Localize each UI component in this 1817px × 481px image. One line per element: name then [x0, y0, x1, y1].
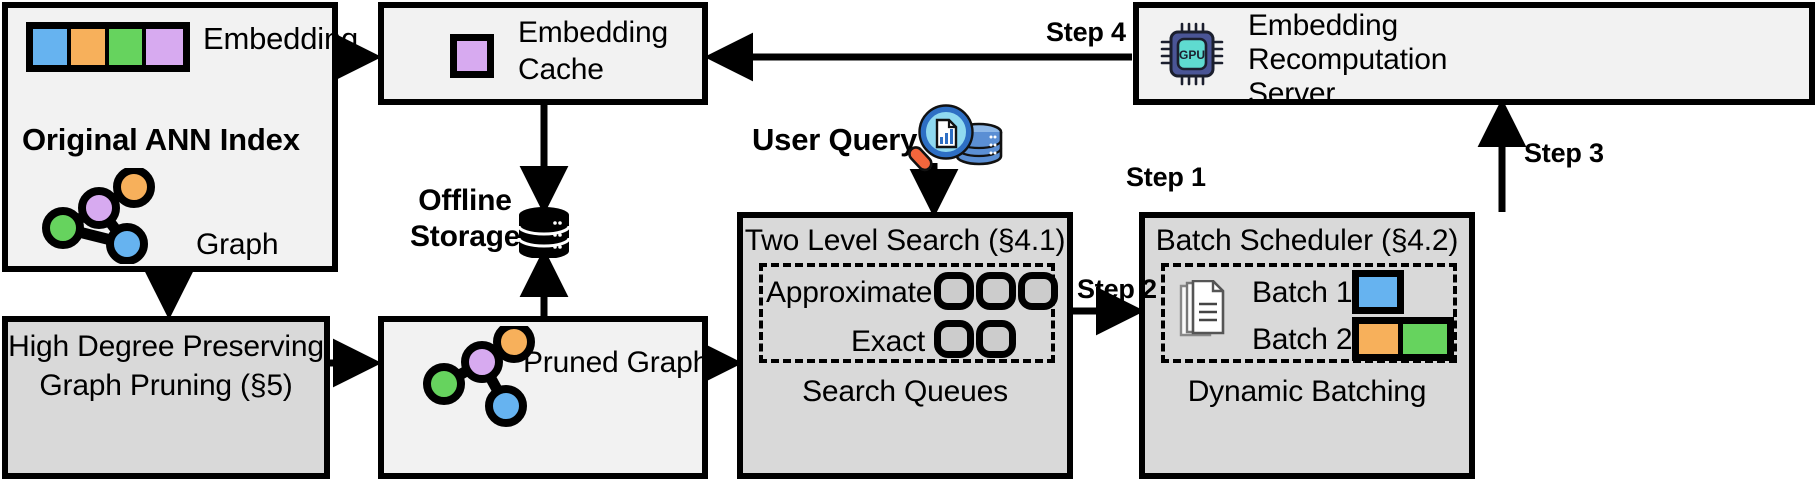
- recomputation-server-line3: Server: [1248, 77, 1336, 110]
- embedding-cache-line2: Cache: [518, 53, 604, 86]
- batch-2-label: Batch 2: [1252, 323, 1353, 356]
- recomputation-server-box: [1133, 2, 1815, 105]
- original-graph-icon: [42, 168, 155, 264]
- dynamic-batching-group: [1161, 263, 1457, 363]
- original-ann-index-title: Original ANN Index: [22, 122, 300, 157]
- step-2-label: Step 2: [1077, 274, 1157, 304]
- step-1-label: Step 1: [1126, 162, 1206, 192]
- database-cylinder-icon: [517, 207, 571, 258]
- recomputation-server-line1: Embedding: [1248, 9, 1398, 42]
- embedding-label: Embedding: [203, 21, 359, 56]
- exact-queue-slot[interactable]: [976, 320, 1016, 358]
- embedding-vector-icon: [26, 22, 190, 72]
- embedding-cache-box: [378, 2, 708, 105]
- graph-pruning-box: [2, 316, 330, 479]
- query-magnifier-database-icon: [908, 104, 1003, 172]
- exact-row-label: Exact: [851, 325, 926, 358]
- graph-label: Graph: [196, 228, 279, 261]
- pruned-graph-icon: [423, 326, 535, 427]
- offline-storage-line1: Offline: [418, 184, 512, 217]
- recomputation-server-line2: Recomputation: [1248, 43, 1448, 76]
- approximate-queue-slot[interactable]: [1018, 272, 1058, 310]
- dynamic-batching-footer: Dynamic Batching: [1187, 375, 1427, 408]
- documents-stack-icon: [1179, 280, 1225, 337]
- embedding-cache-line1: Embedding: [518, 16, 668, 49]
- graph-pruning-line2: Graph Pruning (§5): [39, 369, 293, 402]
- gpu-chip-icon: GPU: [1160, 22, 1224, 86]
- batch-1-label: Batch 1: [1252, 276, 1353, 309]
- search-queues-footer: Search Queues: [802, 375, 1008, 408]
- pruned-graph-label: Pruned Graph: [523, 346, 710, 379]
- embedding-swatch-icon: [450, 34, 494, 78]
- step-3-label: Step 3: [1524, 138, 1604, 168]
- two-level-search-box: [737, 212, 1073, 479]
- offline-storage-line2: Storage: [410, 220, 521, 253]
- batch-scheduler-title: Batch Scheduler (§4.2): [1155, 224, 1459, 257]
- two-level-search-title: Two Level Search (§4.1): [744, 224, 1066, 257]
- step-4-label: Step 4: [1046, 17, 1126, 47]
- exact-queue-slot[interactable]: [934, 320, 974, 358]
- approximate-queue-slot[interactable]: [976, 272, 1016, 310]
- approximate-row-label: Approximate: [766, 276, 933, 309]
- batch-1-swatches: [1352, 270, 1404, 314]
- user-query-label: User Query: [752, 122, 918, 157]
- batch-2-swatches: [1352, 317, 1454, 361]
- gpu-icon-text: GPU: [1179, 48, 1205, 62]
- approximate-queue-slot[interactable]: [934, 272, 974, 310]
- graph-pruning-line1: High Degree Preserving: [8, 330, 324, 363]
- search-queues-group: [759, 263, 1055, 363]
